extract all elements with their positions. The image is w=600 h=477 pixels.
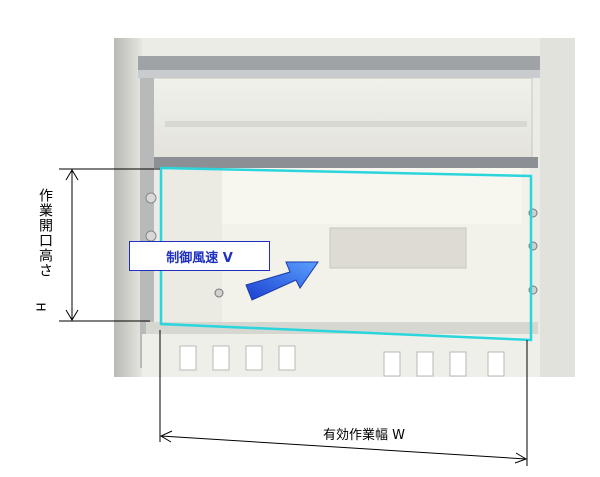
- height-dimension: [59, 168, 160, 322]
- height-symbol-label: H: [33, 302, 48, 312]
- effective-width-label: 有効作業幅 W: [299, 424, 429, 443]
- airflow-arrow-icon: [245, 261, 319, 301]
- opening-outline: [159, 166, 533, 342]
- opening-height-label: 作業開口高さ: [37, 188, 53, 278]
- control-velocity-callout: 制御風速 V: [129, 241, 270, 271]
- width-dimension: [159, 330, 528, 466]
